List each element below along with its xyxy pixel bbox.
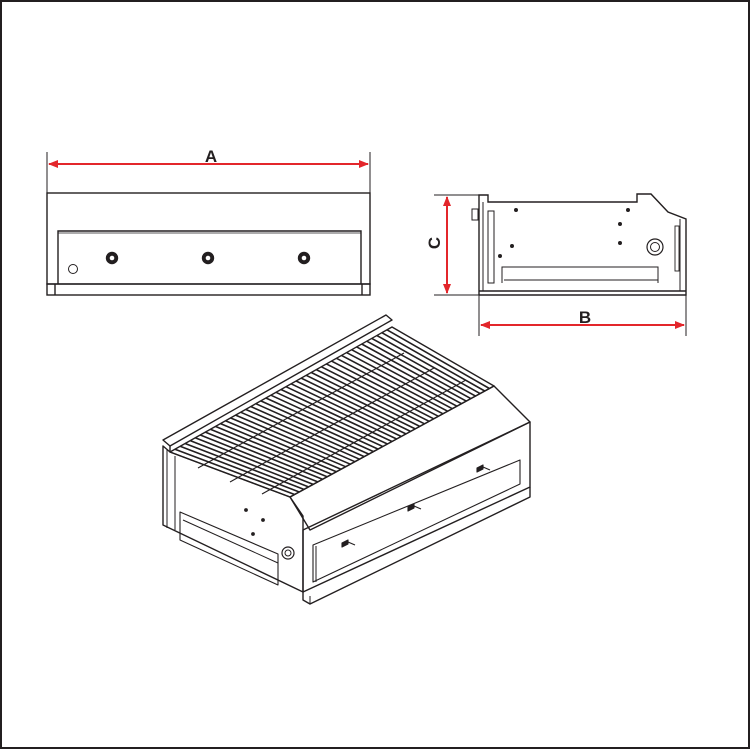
dimension-a-label: A — [205, 147, 217, 166]
front-knob — [297, 251, 311, 265]
dimension-b: B — [480, 308, 685, 329]
grate-bar — [265, 397, 379, 450]
grate-bar — [326, 363, 435, 420]
isometric-view — [162, 314, 531, 605]
front-knob — [201, 251, 215, 265]
grate-bar — [381, 332, 486, 392]
grate-bar — [366, 340, 472, 400]
grate-bar — [341, 354, 448, 412]
grate-bar — [331, 360, 439, 418]
grate-bar — [305, 374, 416, 430]
dimension-a: A — [48, 147, 369, 168]
grate-bar — [260, 400, 374, 453]
pilot-hole — [68, 264, 78, 274]
grate-bar — [285, 385, 397, 440]
grate-bar — [310, 371, 421, 428]
grate-bar — [356, 346, 462, 405]
front-view — [46, 152, 371, 296]
grate-bar — [295, 380, 407, 435]
grate-bar — [336, 357, 444, 415]
grate-bar — [255, 402, 370, 455]
grate-bar — [240, 411, 356, 463]
grate-bar — [235, 414, 351, 465]
grate-bar — [290, 383, 402, 438]
side-view — [434, 193, 687, 336]
dimension-c-label: C — [425, 237, 444, 249]
grate-bar — [245, 408, 360, 460]
dimension-c: C — [425, 196, 451, 294]
grate-bar — [280, 388, 393, 443]
grate-bar — [361, 343, 467, 402]
grate-bar — [250, 405, 365, 458]
front-knob — [105, 251, 119, 265]
grate-bar — [371, 337, 476, 397]
grate-bar — [270, 394, 384, 448]
grate-bar — [275, 391, 388, 445]
grate-crossbars — [197, 352, 467, 495]
grate-bar — [346, 351, 453, 410]
dimension-b-label: B — [579, 308, 591, 327]
grate-bar — [300, 377, 411, 433]
grate-bar — [321, 366, 430, 423]
grate-bar — [315, 368, 425, 425]
grate-bar — [386, 329, 490, 390]
grate-bar — [376, 334, 481, 395]
grate-bar — [351, 348, 458, 407]
